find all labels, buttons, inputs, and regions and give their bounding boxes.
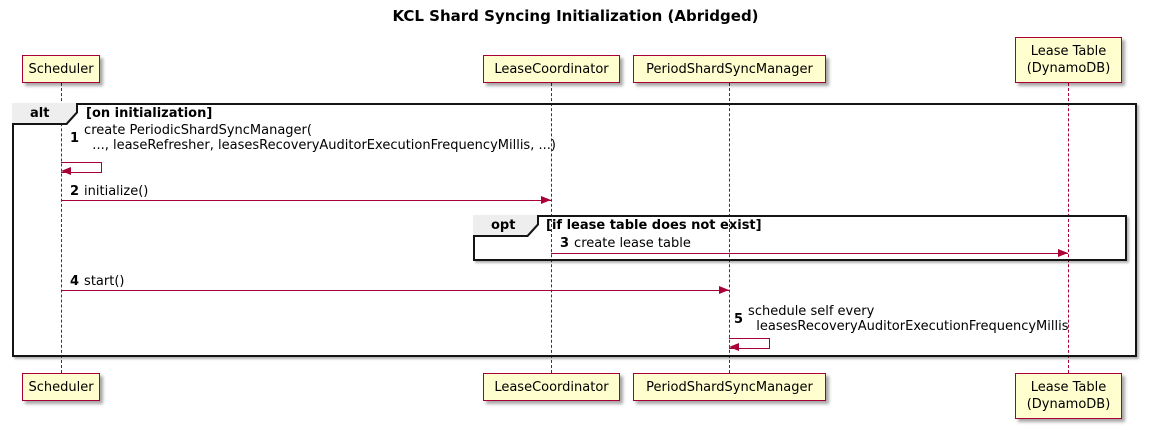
opt-frame-guard: [if lease table does not exist] (546, 218, 762, 233)
participant-scheduler-bottom: Scheduler (22, 373, 100, 401)
participant-leasecoordinator-bottom: LeaseCoordinator (483, 373, 620, 401)
participant-label: LeaseCoordinator (494, 379, 609, 395)
opt-frame-label-shape: opt (473, 215, 539, 237)
participant-leasecoordinator-top: LeaseCoordinator (483, 55, 620, 83)
participant-label: Lease Table (DynamoDB) (1026, 44, 1111, 76)
message-3-number: 3 (560, 236, 570, 251)
opt-frame-label: opt (491, 218, 516, 233)
message-2: 2 initialize() (70, 184, 148, 199)
message-5-self-arrow (729, 338, 770, 349)
opt-frame: opt (473, 215, 1127, 261)
participant-leasetable-bottom: Lease Table (DynamoDB) (1015, 373, 1122, 419)
message-2-number: 2 (70, 184, 80, 199)
participant-label: Lease Table (DynamoDB) (1026, 380, 1111, 412)
message-1-number: 1 (70, 130, 80, 146)
message-3-arrowhead (1058, 249, 1068, 257)
message-4: 4 start() (70, 274, 124, 289)
alt-frame-label: alt (30, 106, 50, 121)
message-5-number: 5 (734, 311, 744, 327)
alt-frame-label-shape: alt (12, 103, 78, 125)
diagram-title: KCL Shard Syncing Initialization (Abridg… (392, 7, 759, 25)
message-1-self-arrow (61, 162, 102, 173)
message-4-number: 4 (70, 274, 80, 289)
participant-scheduler-top: Scheduler (22, 55, 100, 83)
message-3-arrow (551, 253, 1068, 254)
message-4-arrowhead (719, 286, 729, 294)
alt-frame: alt (12, 103, 1137, 357)
participant-periodshardsyncmanager-top: PeriodShardSyncManager (633, 55, 826, 83)
message-2-arrowhead (541, 196, 551, 204)
participant-leasetable-top: Lease Table (DynamoDB) (1015, 37, 1122, 83)
message-2-text: initialize() (84, 184, 149, 199)
message-4-text: start() (84, 274, 125, 289)
message-5: 5 schedule self every leasesRecoveryAudi… (734, 304, 1069, 334)
participant-label: PeriodShardSyncManager (646, 379, 813, 395)
message-1-arrowhead (61, 167, 71, 175)
message-3-text: create lease table (574, 236, 691, 251)
participant-label: LeaseCoordinator (494, 61, 609, 77)
message-4-arrow (61, 290, 729, 291)
lifeline-leasetable (1068, 83, 1069, 373)
participant-label: PeriodShardSyncManager (646, 61, 813, 77)
participant-periodshardsyncmanager-bottom: PeriodShardSyncManager (633, 373, 826, 401)
lifeline-periodshardsyncmanager (729, 83, 730, 373)
lifeline-scheduler (61, 83, 62, 373)
participant-label: Scheduler (28, 379, 94, 395)
message-1: 1 create PeriodicShardSyncManager( ..., … (70, 123, 556, 153)
alt-frame-guard: [on initialization] (86, 106, 213, 121)
message-3: 3 create lease table (560, 236, 691, 251)
message-5-arrowhead (729, 343, 739, 351)
message-5-text: schedule self every leasesRecoveryAudito… (748, 304, 1069, 334)
lifeline-leasecoordinator (551, 83, 552, 373)
message-2-arrow (61, 200, 551, 201)
message-1-text: create PeriodicShardSyncManager( ..., le… (84, 123, 556, 153)
participant-label: Scheduler (28, 61, 94, 77)
